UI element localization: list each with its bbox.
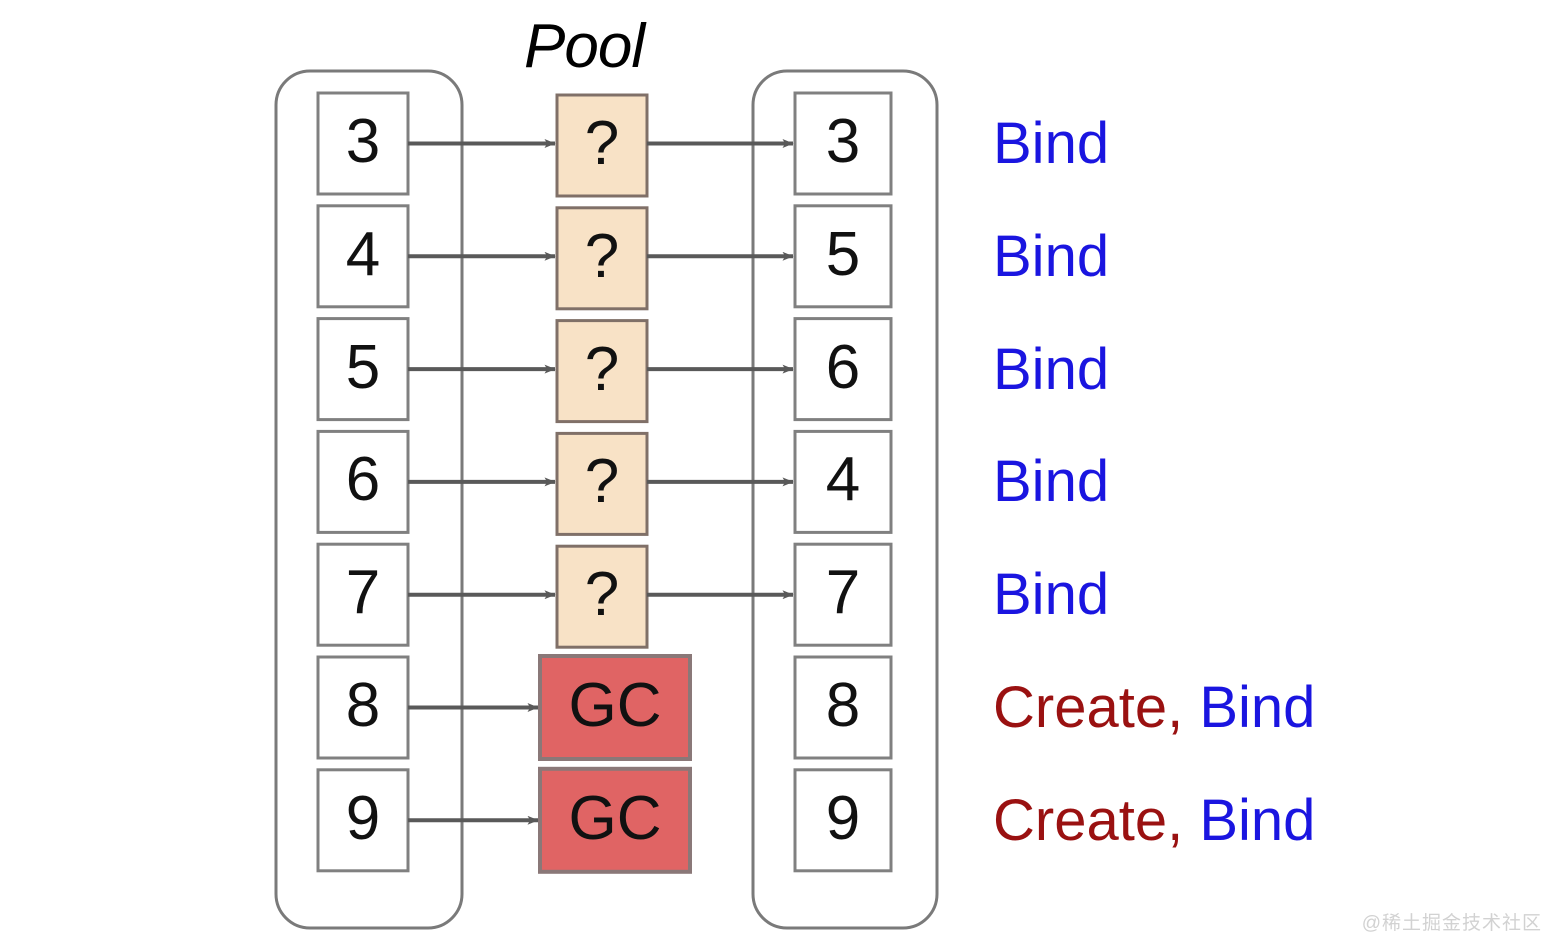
pool-cell-value: ? <box>584 334 620 404</box>
pool-title: Pool <box>524 12 645 81</box>
action-label: Create, Bind <box>993 679 1315 737</box>
action-label: Bind <box>993 227 1109 286</box>
bind-action-text: Bind <box>993 111 1110 176</box>
after-cell-value: 3 <box>825 107 861 176</box>
before-cell <box>316 768 410 873</box>
before-cell <box>316 429 410 534</box>
gc-cell <box>538 766 692 874</box>
before-cell-value: 3 <box>345 107 381 176</box>
after-cell-value: 6 <box>825 332 861 402</box>
after-cell <box>793 204 893 309</box>
after-cell-value: 8 <box>825 671 861 740</box>
after-cell <box>793 317 893 422</box>
action-label: Bind <box>993 566 1109 624</box>
bind-action-text: Bind <box>993 562 1110 628</box>
pool-cell <box>555 319 649 424</box>
action-label: Bind <box>993 453 1109 511</box>
after-cell-value: 9 <box>825 783 861 853</box>
create-action-text: Create, <box>993 787 1200 853</box>
before-cell <box>316 204 410 309</box>
after-cell <box>793 429 893 534</box>
before-cell-value: 9 <box>345 783 381 853</box>
before-cell-value: 5 <box>345 332 381 402</box>
bind-action-text: Bind <box>993 336 1110 402</box>
action-label: Bind <box>993 340 1109 399</box>
bind-action-text: Bind <box>993 223 1110 289</box>
action-label: Create, Bind <box>993 791 1315 850</box>
pool-cell-value: ? <box>584 109 620 178</box>
after-cell-value: 5 <box>825 219 861 289</box>
action-label: Bind <box>993 115 1109 173</box>
before-cell <box>316 542 410 647</box>
before-cell <box>316 317 410 422</box>
bind-action-text: Bind <box>993 449 1110 515</box>
after-cell-value: 7 <box>825 558 861 628</box>
after-cell <box>793 655 893 760</box>
pool-cell <box>555 544 649 649</box>
gc-cell-label: GC <box>568 671 662 740</box>
before-cell-value: 4 <box>345 219 381 289</box>
watermark: @稀土掘金技术社区 <box>1361 913 1542 934</box>
after-cell <box>793 91 893 196</box>
before-cell <box>316 655 410 760</box>
pool-cell-value: ? <box>584 447 620 517</box>
after-cell-value: 4 <box>825 445 861 515</box>
before-cell-value: 6 <box>345 445 381 515</box>
bind-action-text: Bind <box>1199 787 1316 853</box>
after-cell <box>793 768 893 873</box>
create-action-text: Create, <box>993 675 1200 740</box>
before-cell-value: 7 <box>345 558 381 628</box>
gc-cell <box>538 654 692 761</box>
bind-action-text: Bind <box>1199 675 1316 740</box>
pool-cell-value: ? <box>584 560 620 630</box>
pool-cell-value: ? <box>584 221 620 291</box>
before-cell-value: 8 <box>345 671 381 740</box>
after-cell <box>793 542 893 647</box>
gc-cell-label: GC <box>568 783 662 853</box>
